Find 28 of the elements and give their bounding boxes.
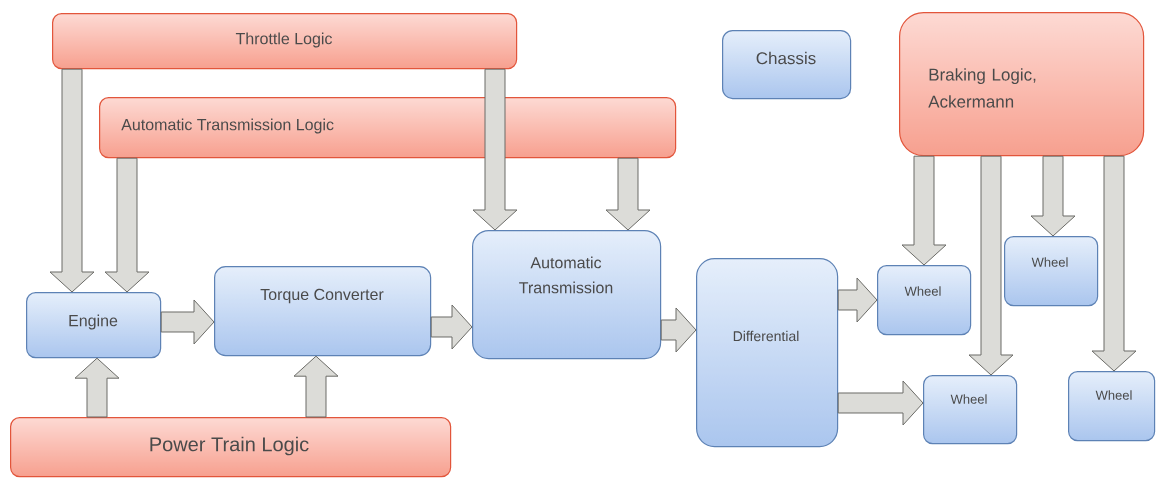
logic-box: Braking Logic, Ackermann [899,12,1145,157]
component-box: Differential [696,258,839,448]
component-box: Engine [26,292,162,359]
block-arrow [104,157,150,293]
component-box: Torque Converter [214,266,432,357]
block-arrow [472,68,518,231]
block-arrow [968,155,1014,376]
block-arrow [837,277,878,323]
component-box: Chassis [722,30,852,100]
block-arrow [1091,155,1137,372]
block-arrow [660,307,697,353]
component-box: Wheel [923,375,1018,445]
component-box: Automatic Transmission [472,230,662,360]
component-box: Wheel [877,265,972,336]
block-arrow [901,155,947,266]
block-arrow [293,355,339,418]
logic-box: Automatic Transmission Logic [99,97,677,159]
component-box: Wheel [1004,236,1099,307]
component-box: Wheel [1068,371,1156,442]
block-arrow [837,380,924,426]
block-arrow [160,299,215,345]
logic-box: Power Train Logic [10,417,452,478]
block-arrow [49,68,95,293]
block-arrow [605,157,651,231]
block-arrow [1030,155,1076,237]
block-arrow [74,357,120,418]
logic-box: Throttle Logic [52,13,518,70]
block-arrow [430,304,473,350]
